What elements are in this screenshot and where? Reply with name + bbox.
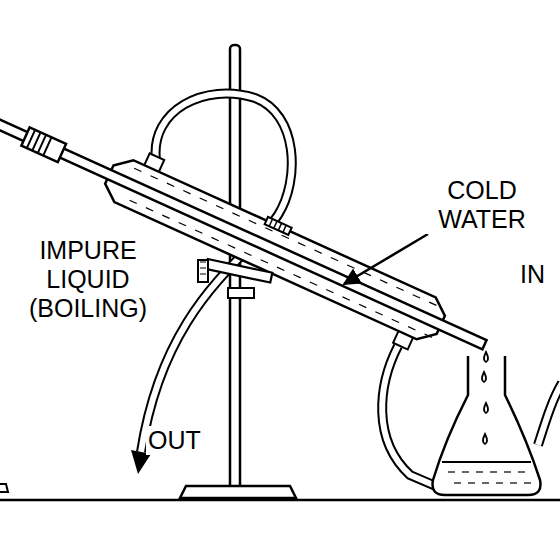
component-label: IMPURE LIQUID (BOILING) (2, 236, 174, 323)
distillate-drops (482, 352, 488, 444)
flow-label: IN (518, 260, 547, 289)
flow-label: OUT (146, 426, 203, 455)
callout-label: COLD WATER (410, 176, 554, 234)
leader-line (344, 234, 428, 284)
clamp (198, 259, 272, 298)
receiving-flask (433, 356, 541, 495)
boiling-flask (0, 484, 8, 492)
